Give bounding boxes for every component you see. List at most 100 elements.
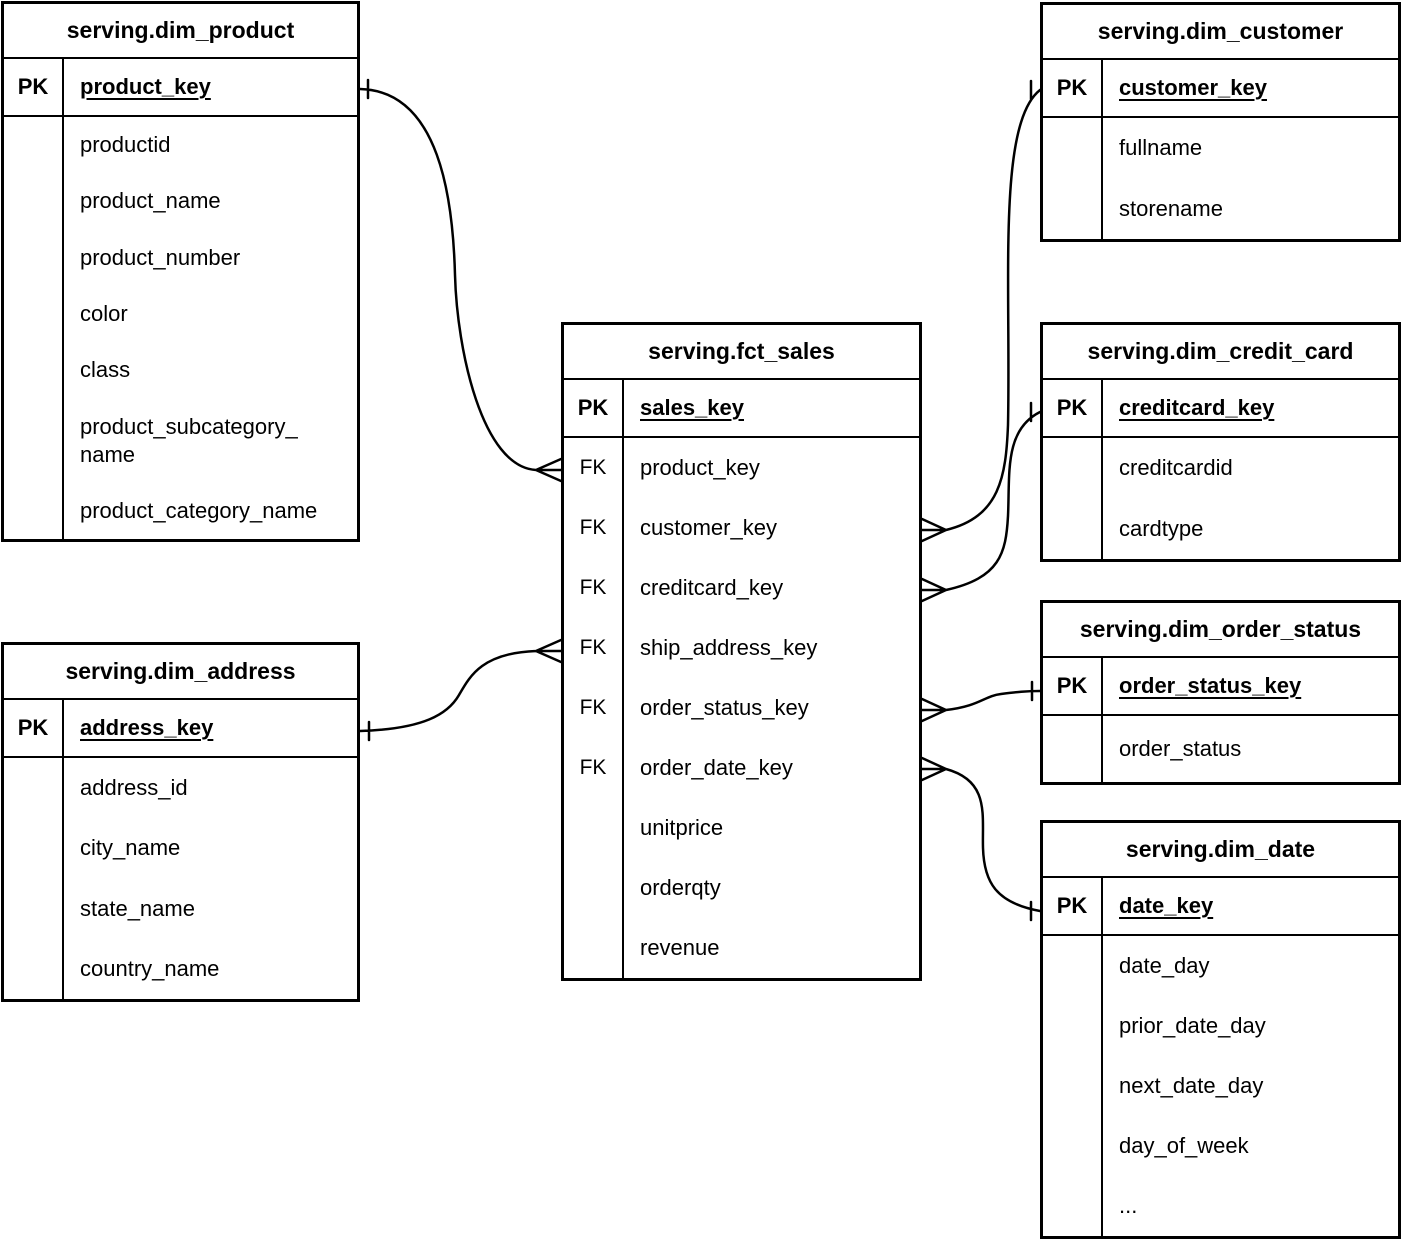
attr-row: creditcardid — [1043, 438, 1398, 499]
fk-badge: FK — [564, 678, 624, 738]
attribute-list: order_status — [1043, 716, 1398, 782]
attr-name: next_date_day — [1119, 1073, 1264, 1098]
attr-name: order_status_key — [640, 695, 809, 720]
attr-name: product_name — [80, 188, 221, 214]
attr-row: cardtype — [1043, 498, 1398, 559]
attr-row: product_subcategory_name — [4, 398, 357, 483]
fk-badge: FK — [564, 438, 624, 498]
table-title: serving.dim_address — [4, 645, 357, 700]
pk-field: customer_key — [1119, 75, 1267, 100]
attr-name: productid — [80, 132, 171, 158]
pk-badge: PK — [1043, 878, 1103, 934]
pk-badge: PK — [1043, 60, 1103, 116]
attr-row: unitprice — [564, 798, 919, 858]
attr-row: next_date_day — [1043, 1056, 1398, 1116]
attr-row: product_name — [4, 173, 357, 230]
pk-field: address_key — [80, 715, 214, 740]
attr-row: FK ship_address_key — [564, 618, 919, 678]
attr-badge — [4, 229, 64, 286]
attr-row: state_name — [4, 878, 357, 939]
table-title: serving.dim_credit_card — [1043, 325, 1398, 380]
pk-field: order_status_key — [1119, 673, 1302, 698]
table-dim-customer: serving.dim_customer PK customer_key ful… — [1040, 2, 1401, 242]
pk-row: PK product_key — [4, 59, 357, 117]
attr-badge — [1043, 498, 1103, 559]
attr-name: ship_address_key — [640, 635, 818, 660]
attr-name: state_name — [80, 895, 195, 921]
attr-name: country_name — [80, 955, 220, 981]
pk-badge: PK — [1043, 380, 1103, 436]
table-title: serving.dim_customer — [1043, 5, 1398, 60]
attr-name: customer_key — [640, 515, 777, 540]
attr-badge — [4, 758, 64, 819]
table-dim-credit-card: serving.dim_credit_card PK creditcard_ke… — [1040, 322, 1401, 562]
attr-badge — [4, 342, 64, 399]
attr-name: ... — [1119, 1193, 1138, 1218]
attr-row: order_status — [1043, 716, 1398, 782]
attr-badge — [564, 798, 624, 858]
attr-badge — [1043, 118, 1103, 179]
attr-name: prior_date_day — [1119, 1013, 1266, 1038]
attr-badge — [4, 285, 64, 343]
table-title: serving.dim_order_status — [1043, 603, 1398, 658]
attr-badge — [4, 878, 64, 939]
attr-row: FK creditcard_key — [564, 558, 919, 618]
relationship-ship-address-line — [358, 638, 563, 742]
attr-name: order_date_key — [640, 755, 793, 780]
attr-name: class — [80, 357, 131, 383]
attr-badge — [1043, 438, 1103, 499]
attr-row: address_id — [4, 758, 357, 819]
pk-badge: PK — [564, 380, 624, 436]
fk-badge: FK — [564, 738, 624, 798]
pk-row: PK sales_key — [564, 380, 919, 438]
attr-name: product_number — [80, 244, 241, 270]
pk-field: date_key — [1119, 893, 1214, 918]
table-dim-product: serving.dim_product PK product_key produ… — [1, 1, 360, 542]
attr-name: orderqty — [640, 875, 721, 900]
attr-badge — [1043, 1056, 1103, 1116]
attr-row: ... — [1043, 1176, 1398, 1236]
attr-badge — [564, 858, 624, 918]
table-title: serving.dim_date — [1043, 823, 1398, 878]
fk-badge: FK — [564, 558, 624, 618]
pk-field: sales_key — [640, 395, 744, 420]
attr-badge — [1043, 178, 1103, 239]
attr-row: revenue — [564, 918, 919, 978]
attr-badge — [4, 482, 64, 539]
pk-row: PK creditcard_key — [1043, 380, 1398, 438]
attr-name: address_id — [80, 775, 188, 801]
attr-row: day_of_week — [1043, 1116, 1398, 1176]
attribute-list: fullname storename — [1043, 118, 1398, 239]
attr-row: orderqty — [564, 858, 919, 918]
attr-name: product_subcategory_name — [80, 414, 298, 467]
relationship-product-line — [358, 78, 563, 483]
attr-badge — [1043, 716, 1103, 782]
attr-badge — [4, 938, 64, 999]
attr-name: color — [80, 300, 128, 326]
pk-badge: PK — [1043, 658, 1103, 714]
attr-name: creditcard_key — [640, 575, 784, 600]
pk-row: PK address_key — [4, 700, 357, 758]
fk-badge: FK — [564, 618, 624, 678]
table-title: serving.fct_sales — [564, 325, 919, 380]
attr-name: product_category_name — [80, 497, 318, 523]
attr-row: prior_date_day — [1043, 996, 1398, 1056]
attr-badge — [1043, 1116, 1103, 1176]
attr-row: FK order_date_key — [564, 738, 919, 798]
attribute-list: date_day prior_date_day next_date_day da… — [1043, 936, 1398, 1236]
attr-row: color — [4, 285, 357, 343]
table-dim-order-status: serving.dim_order_status PK order_status… — [1040, 600, 1401, 785]
attribute-list: creditcardid cardtype — [1043, 438, 1398, 559]
attr-badge — [4, 818, 64, 879]
table-dim-date: serving.dim_date PK date_key date_day pr… — [1040, 820, 1401, 1239]
attr-row: class — [4, 342, 357, 399]
attr-row: city_name — [4, 818, 357, 879]
attr-name: creditcardid — [1119, 455, 1233, 481]
attr-name: storename — [1119, 195, 1223, 221]
attr-badge — [4, 173, 64, 230]
